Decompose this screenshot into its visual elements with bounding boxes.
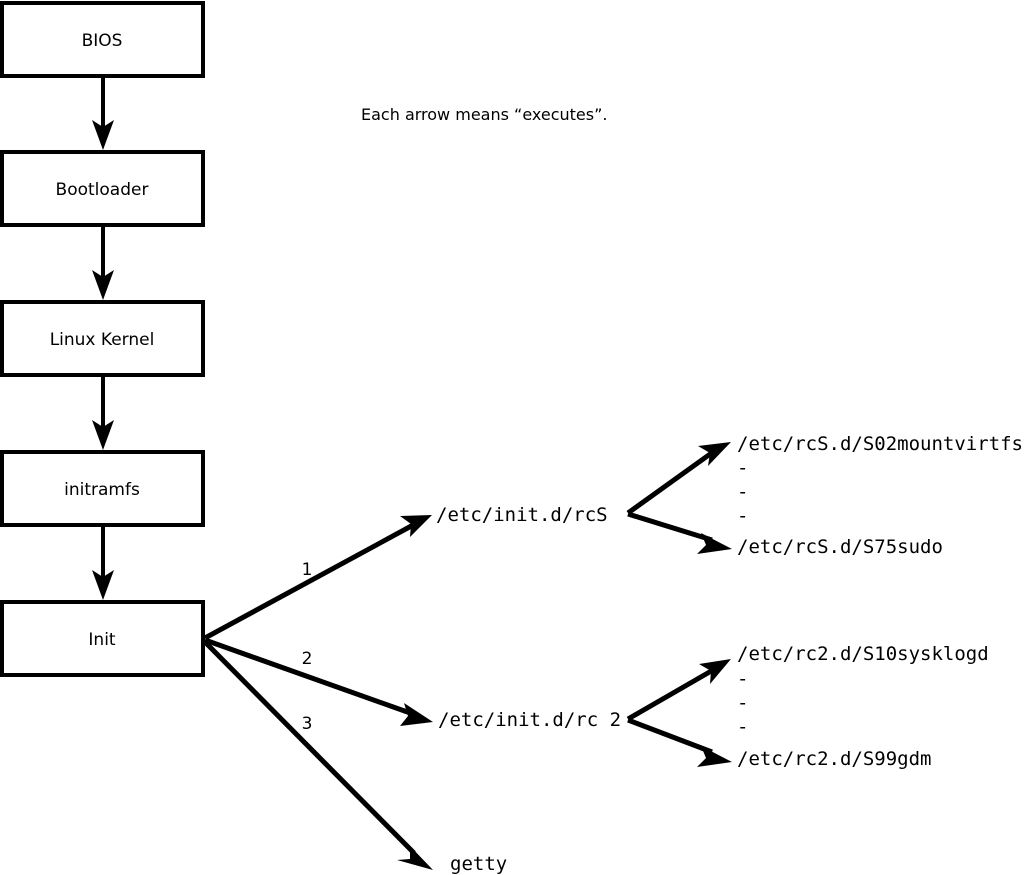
arrowhead-icon [699,659,731,684]
box-label-initramfs: initramfs [64,480,140,500]
arrowhead-icon [92,120,114,150]
arrow-rcs-to-last-script [627,511,732,554]
box-outline-linux-kernel [0,300,205,377]
node-box-initramfs[interactable]: initramfs [0,450,205,527]
arrowhead-icon [697,533,732,554]
box-outline-bios [0,1,205,78]
branch-number-3: 3 [302,714,313,734]
arrow-rc2-to-last-script [627,717,732,767]
arrowhead-icon [698,442,731,466]
arrowhead-icon [400,515,432,537]
boot-chain-group: BIOS Bootloader Linux Kernel initramfs I… [0,1,205,677]
box-outline-init [0,600,205,677]
legend-note: Each arrow means “executes”. [361,105,607,124]
script-label-rcs-last[interactable]: /etc/rcS.d/S75sudo [737,536,943,558]
ellipsis-dash-rcs-1: - [737,457,748,479]
node-box-linux-kernel[interactable]: Linux Kernel [0,300,205,377]
target-label-getty[interactable]: getty [450,853,507,875]
node-box-bootloader[interactable]: Bootloader [0,150,205,227]
arrow-initramfs-to-init [92,525,114,600]
arrowhead-icon [400,703,433,726]
ellipsis-dash-rcs-3: - [737,505,748,527]
rcs-scripts-branch-group: /etc/rcS.d/S02mountvirtfs - - - /etc/rcS… [626,433,1023,558]
arrow-bios-to-bootloader [92,76,114,150]
ellipsis-dash-rc2-1: - [737,668,748,690]
box-label-linux-kernel: Linux Kernel [50,330,155,350]
branch-number-1: 1 [302,560,313,580]
mid-level-targets-group: /etc/init.d/rcS /etc/init.d/rc 2 getty [436,504,621,875]
script-label-rc2-last[interactable]: /etc/rc2.d/S99gdm [737,748,931,770]
vertical-arrows-group [92,76,114,600]
arrow-init-to-rc2: 2 [204,637,433,726]
box-label-bios: BIOS [82,31,123,51]
arrow-rcs-to-first-script [626,442,731,516]
arrowhead-icon [697,746,732,767]
ellipsis-dash-rcs-2: - [737,481,748,503]
init-branch-arrows-group: 1 2 3 [203,515,433,870]
rc2-scripts-branch-group: /etc/rc2.d/S10sysklogd - - - /etc/rc2.d/… [626,643,989,770]
node-box-init[interactable]: Init [0,600,205,677]
box-label-bootloader: Bootloader [56,180,149,200]
arrowhead-icon [397,846,433,870]
script-label-rcs-first[interactable]: /etc/rcS.d/S02mountvirtfs [737,433,1023,455]
arrowhead-icon [92,270,114,300]
branch-number-2: 2 [302,649,313,669]
target-label-rc2[interactable]: /etc/init.d/rc 2 [438,709,621,731]
arrow-init-to-getty: 3 [203,640,433,870]
box-outline-initramfs [0,450,205,527]
arrow-init-to-rcs: 1 [203,515,432,641]
ellipsis-dash-rc2-2: - [737,692,748,714]
arrowhead-icon [92,570,114,600]
arrowhead-icon [92,420,114,450]
script-label-rc2-first[interactable]: /etc/rc2.d/S10sysklogd [737,643,989,665]
arrow-kernel-to-initramfs [92,375,114,450]
target-label-rcs[interactable]: /etc/init.d/rcS [436,504,608,526]
ellipsis-dash-rc2-3: - [737,716,748,738]
box-label-init: Init [88,630,116,650]
node-box-bios[interactable]: BIOS [0,1,205,78]
arrow-bootloader-to-kernel [92,225,114,300]
arrow-rc2-to-first-script [626,659,731,722]
